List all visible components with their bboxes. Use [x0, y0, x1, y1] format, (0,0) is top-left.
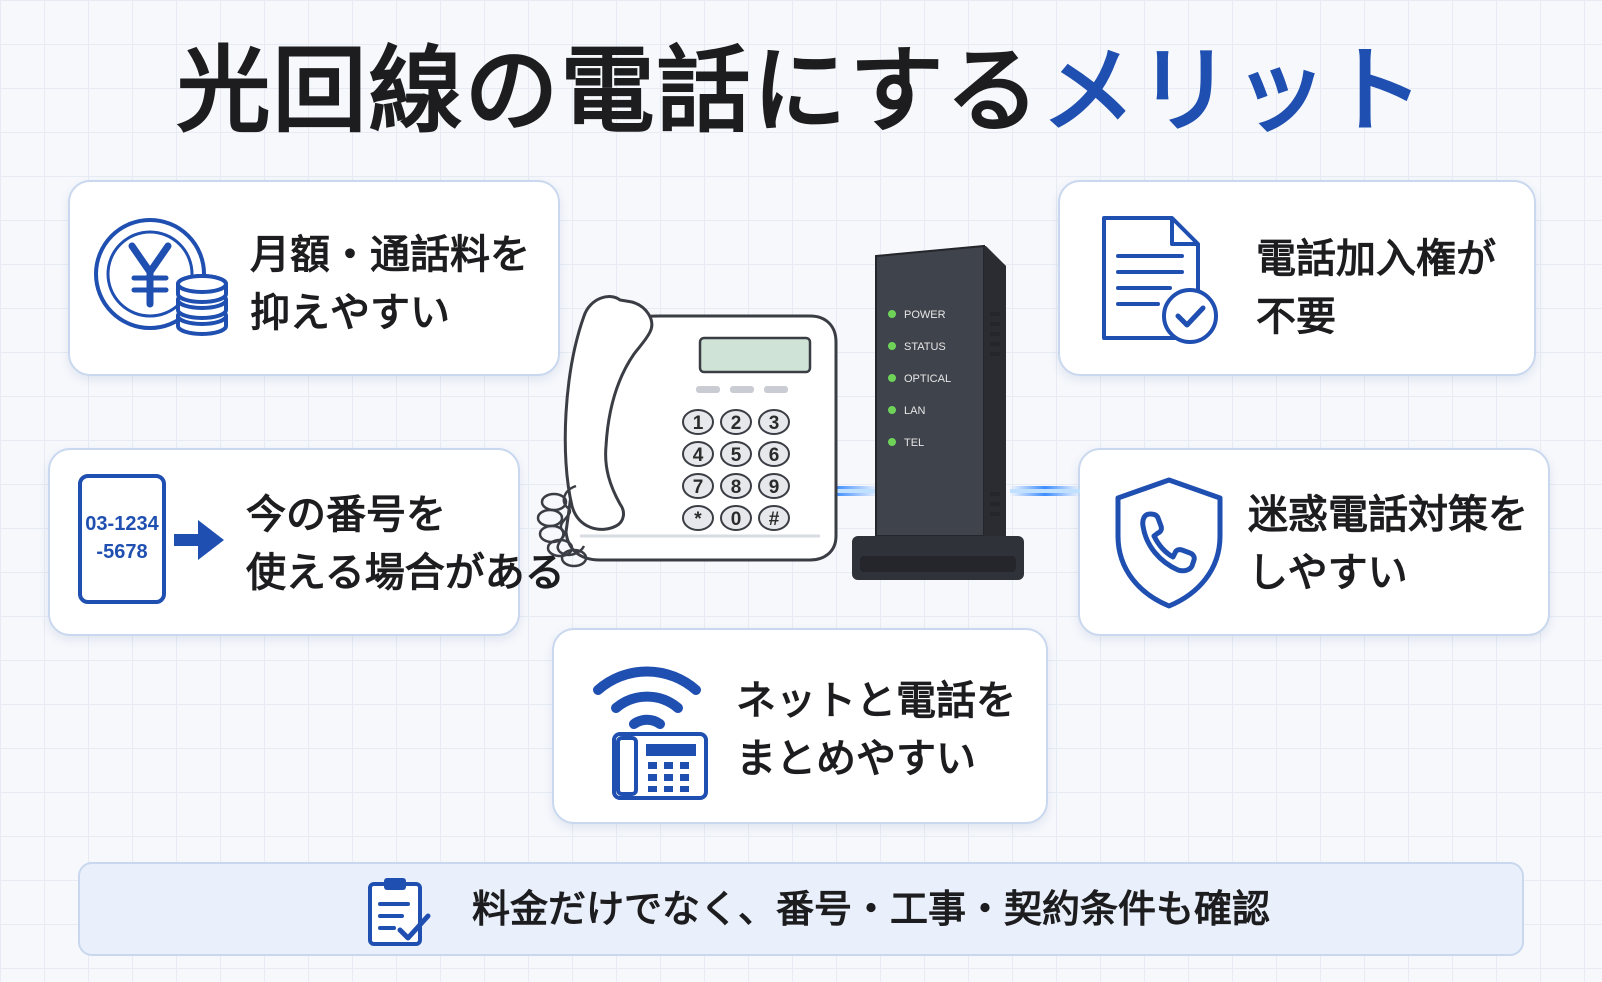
footer-text: 料金だけでなく、番号・工事・契約条件も確認: [472, 887, 1271, 931]
router-led: OPTICAL: [888, 373, 951, 385]
keypad-key-label: 7: [693, 477, 704, 498]
desk-phone-icon: [536, 295, 838, 568]
keypad-key: #: [758, 505, 790, 531]
keypad-key: 3: [758, 409, 790, 435]
benefit-card-spam: 迷惑電話対策を しやすい: [1078, 448, 1550, 636]
keypad-key-label: 0: [731, 509, 742, 530]
keypad-key: 4: [682, 441, 714, 467]
optical-router-icon: POWER STATUS OPTICAL LAN TEL: [852, 244, 1024, 580]
keypad-key: 9: [758, 473, 790, 499]
benefit-line: しやすい: [1248, 550, 1408, 596]
benefit-text-spam: 迷惑電話対策を しやすい: [1248, 486, 1528, 602]
keypad-key: 0: [720, 505, 752, 531]
keypad-key: 1: [682, 409, 714, 435]
benefit-card-cost: 月額・通話料を 抑えやすい: [68, 180, 560, 376]
shield-phone-icon: [1110, 474, 1228, 616]
title-accent: メリット: [1041, 37, 1426, 146]
keypad-key: 8: [720, 473, 752, 499]
router-led-label: OPTICAL: [904, 373, 951, 385]
router-led-label: POWER: [904, 309, 946, 321]
keypad: 1 2 3 4 5 6 7 8 9 * 0 #: [682, 409, 790, 531]
benefit-line: 迷惑電話対策を: [1248, 492, 1528, 538]
keypad-key-label: 4: [693, 445, 704, 466]
router-led-panel: POWER STATUS OPTICAL LAN TEL: [888, 309, 951, 449]
router-led: TEL: [888, 437, 924, 449]
keypad-key: *: [682, 505, 714, 531]
phone-number-card-icon: 03-1234 -5678: [74, 472, 230, 612]
benefit-line: 使える場合がある: [246, 550, 565, 596]
keypad-key-label: 2: [731, 413, 742, 434]
benefit-line: 抑えやすい: [250, 290, 450, 336]
router-led-label: STATUS: [904, 341, 946, 353]
keypad-key: 2: [720, 409, 752, 435]
keypad-key-label: 9: [769, 477, 780, 498]
keypad-key-label: 6: [769, 445, 780, 466]
phone-number-line2: -5678: [96, 541, 147, 563]
benefit-line: 月額・通話料を: [250, 232, 530, 278]
keypad-key-label: #: [769, 509, 780, 530]
phone-number-line1: 03-1234: [85, 513, 159, 535]
router-led: STATUS: [888, 341, 946, 353]
benefit-card-number: 03-1234 -5678 今の番号を 使える場合がある: [48, 448, 565, 636]
benefit-text-number: 今の番号を 使える場合がある: [246, 486, 565, 602]
benefit-line: ネットと電話を: [736, 678, 1016, 724]
benefit-text-cost: 月額・通話料を 抑えやすい: [250, 226, 530, 342]
page-title: 光回線の電話にするメリット: [0, 40, 1602, 143]
wifi-phone-icon: [588, 654, 716, 806]
router-led-label: TEL: [904, 437, 924, 449]
keypad-key: 6: [758, 441, 790, 467]
benefit-line: まとめやすい: [736, 736, 976, 782]
benefit-text-bundle: ネットと電話を まとめやすい: [736, 672, 1016, 788]
yen-coin-icon: [94, 216, 230, 346]
keypad-key: 7: [682, 473, 714, 499]
keypad-key-label: *: [694, 509, 702, 530]
title-main: 光回線の電話にする: [176, 37, 1042, 146]
keypad-key: 5: [720, 441, 752, 467]
keypad-key-label: 8: [731, 477, 742, 498]
keypad-key-label: 5: [731, 445, 742, 466]
clipboard-check-icon: [366, 874, 432, 952]
document-check-icon: [1098, 212, 1222, 350]
benefit-line: 不要: [1256, 294, 1336, 340]
benefit-line: 今の番号を: [246, 492, 446, 538]
router-led: LAN: [888, 405, 925, 417]
footer-note: 料金だけでなく、番号・工事・契約条件も確認: [78, 862, 1524, 956]
benefit-card-license: 電話加入権が 不要: [1058, 180, 1536, 376]
benefit-line: 電話加入権が: [1256, 236, 1496, 282]
benefit-card-bundle: ネットと電話を まとめやすい: [552, 628, 1048, 824]
keypad-key-label: 1: [693, 413, 704, 434]
phone-and-router-illustration: 1 2 3 4 5 6 7 8 9 * 0 # POWER STATUS OPTICAL LAN TEL: [520, 236, 1080, 610]
router-led-label: LAN: [904, 405, 925, 417]
router-led: POWER: [888, 309, 946, 321]
benefit-text-license: 電話加入権が 不要: [1256, 230, 1496, 346]
keypad-key-label: 3: [769, 413, 780, 434]
